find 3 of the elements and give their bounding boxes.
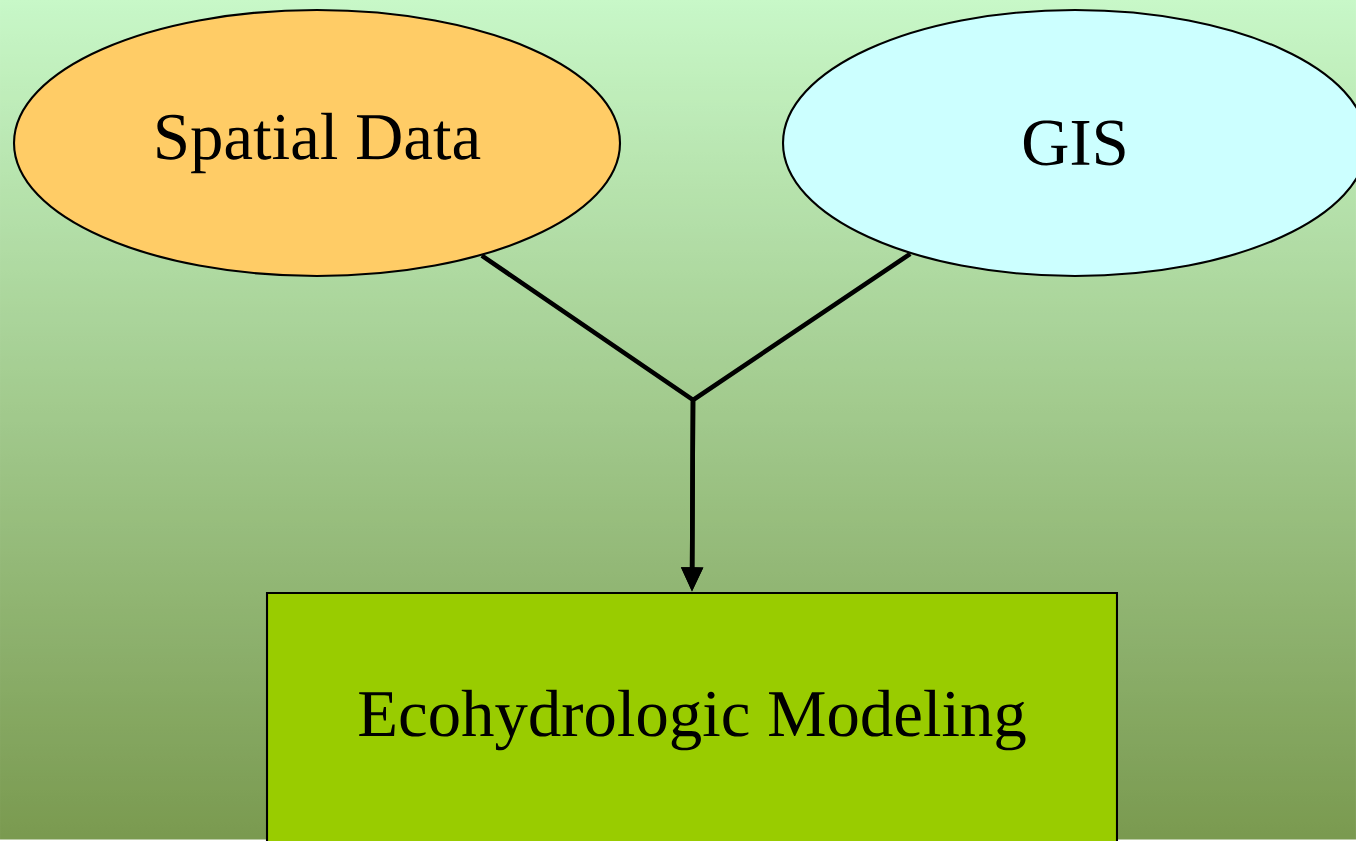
- oval: GIS: [781, 8, 1356, 278]
- oval: Spatial Data: [12, 8, 622, 278]
- process-box: Ecohydrologic Modeling: [265, 591, 1119, 841]
